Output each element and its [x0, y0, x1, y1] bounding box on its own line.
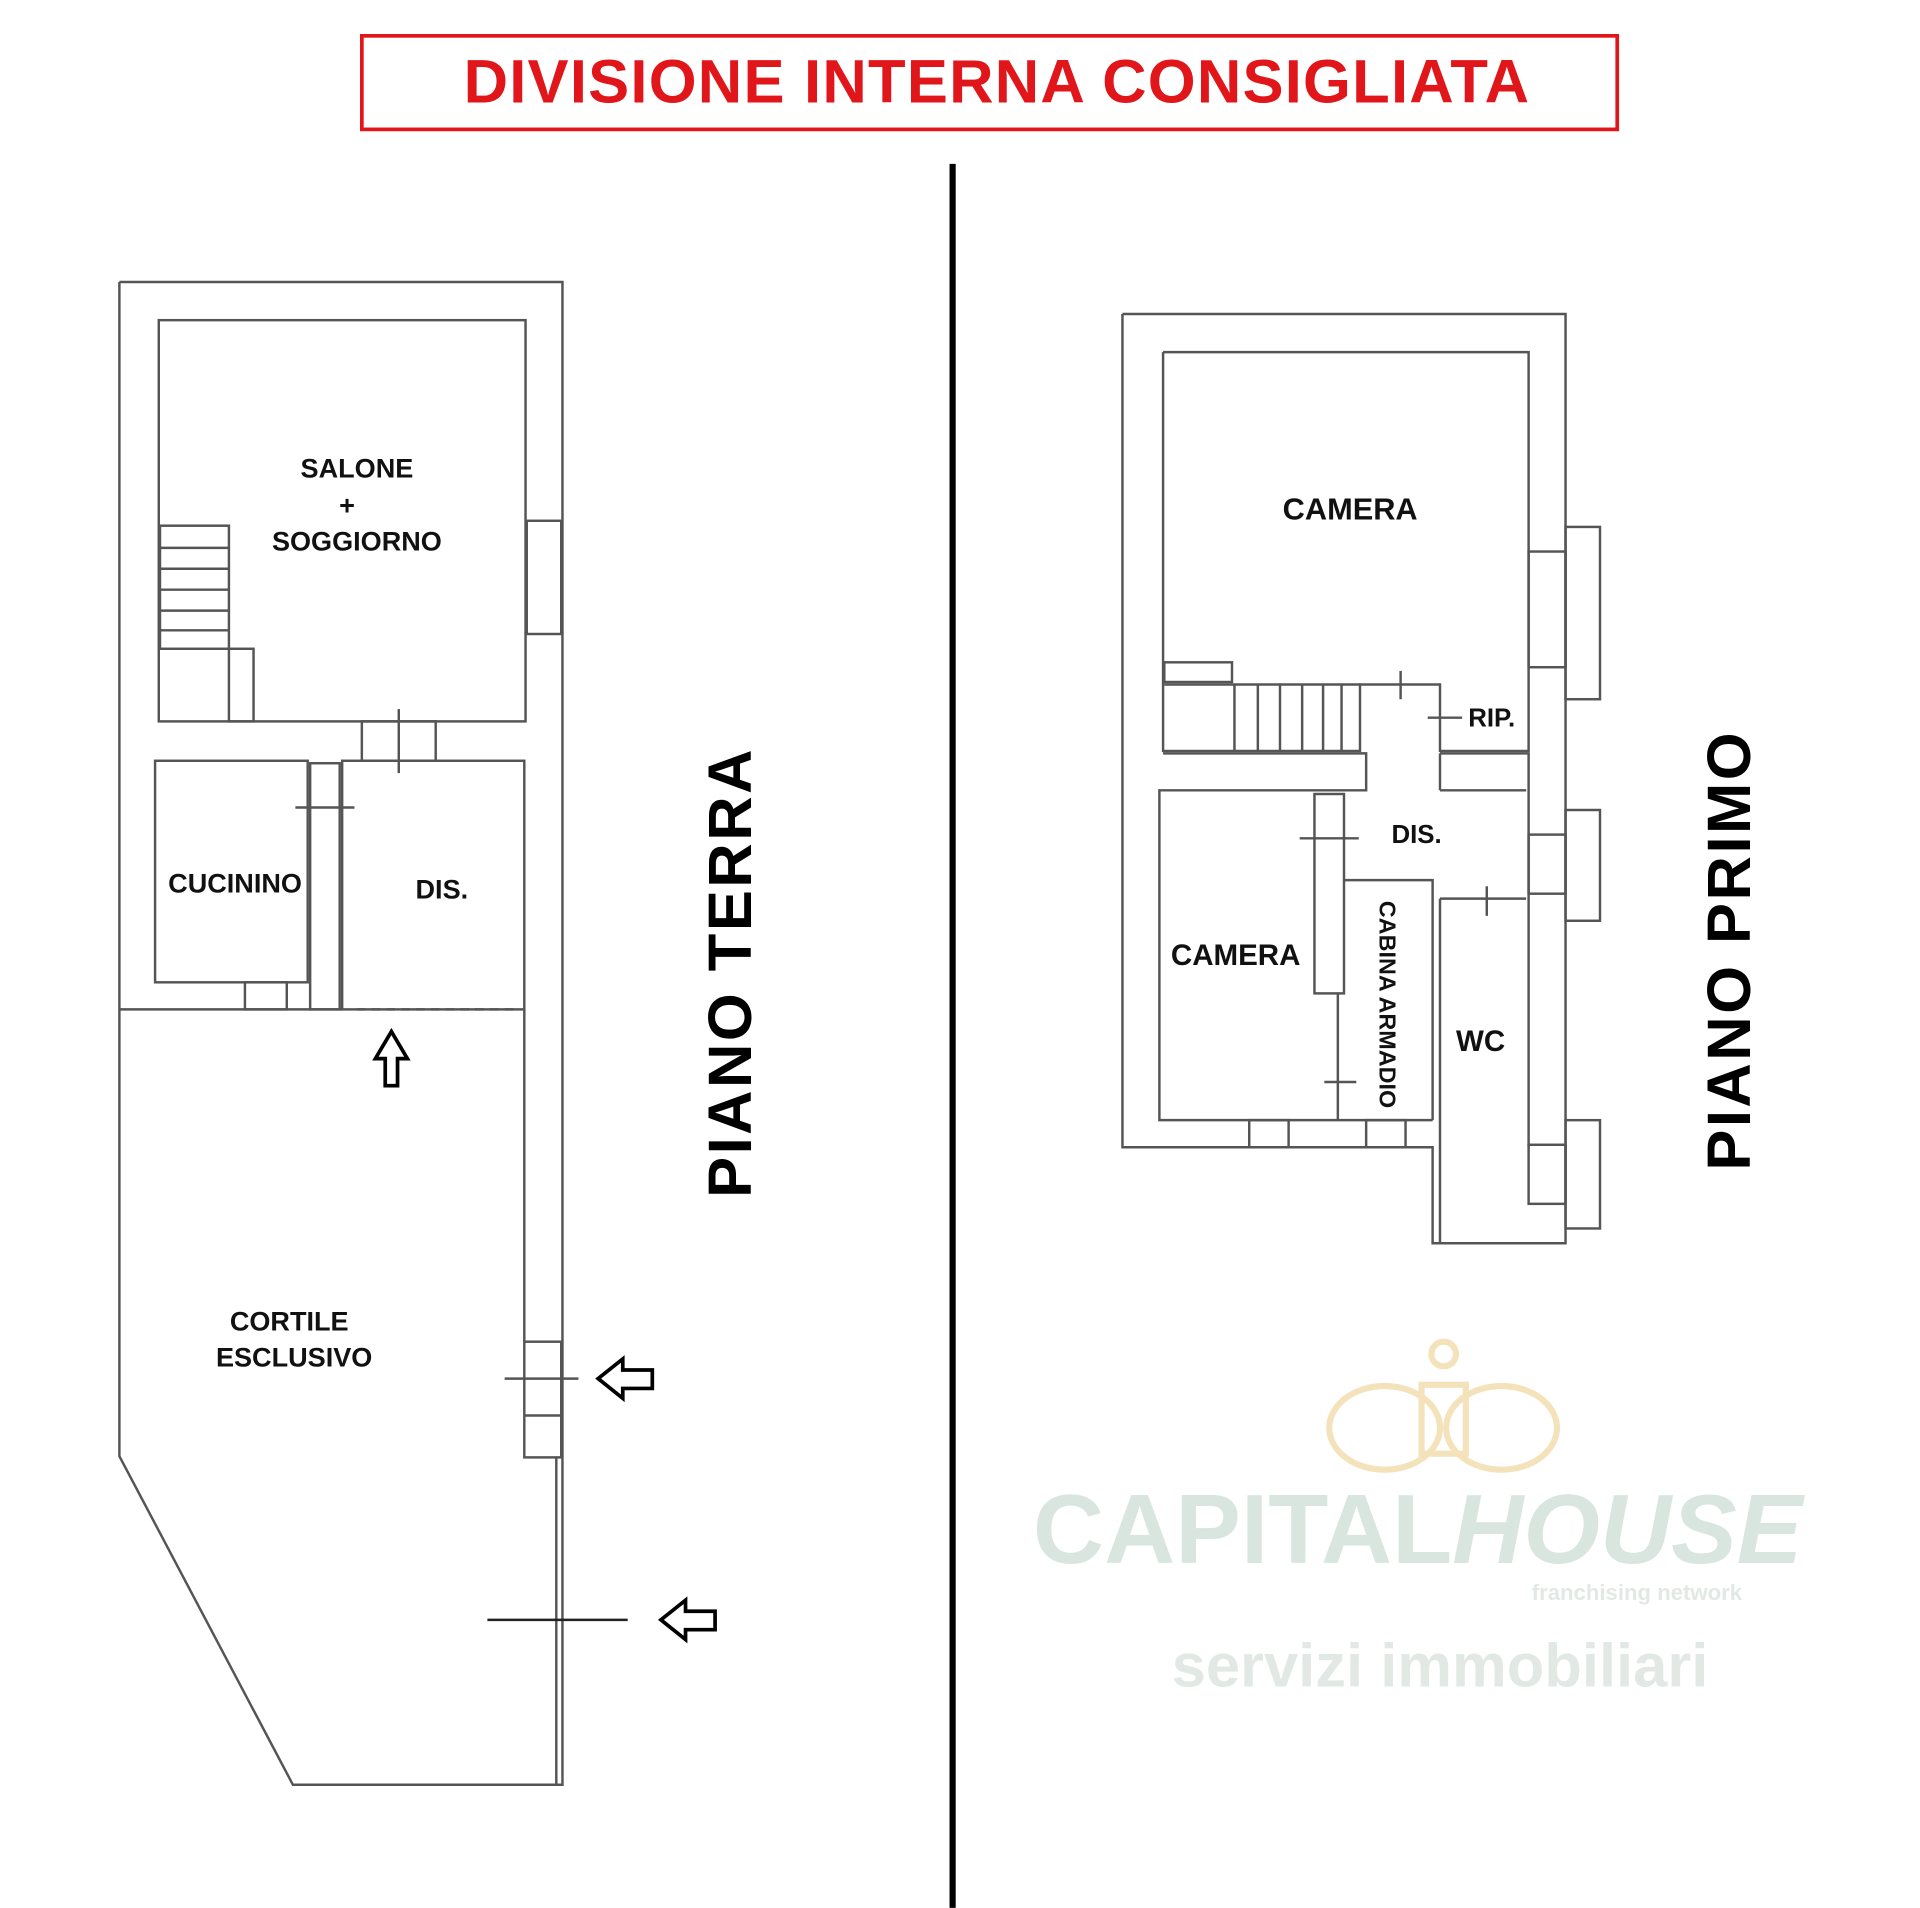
- floor-label-first: PIANO PRIMO: [1695, 730, 1764, 1171]
- watermark-logo: CAPITAL HOUSE franchising network serviz…: [1033, 1338, 1806, 1700]
- room-label: SALONE: [301, 453, 414, 484]
- room-label: DIS.: [1391, 821, 1441, 849]
- floor-label-ground: PIANO TERRA: [696, 747, 765, 1198]
- watermark-brand-b: HOUSE: [1452, 1474, 1805, 1584]
- entrance-arrow-up-icon: [372, 1027, 411, 1088]
- title-box: [360, 34, 1620, 132]
- entrance-arrow-left-icon: [657, 1596, 717, 1644]
- page-title: DIVISIONE INTERNA CONSIGLIATA: [464, 47, 1531, 116]
- room-label: CUCININO: [168, 867, 302, 898]
- watermark-sub: servizi immobiliari: [1172, 1631, 1709, 1700]
- room-label: WC: [1456, 1025, 1505, 1058]
- watermark-tagline: franchising network: [1532, 1580, 1743, 1605]
- entrance-arrow-left-icon: [595, 1355, 655, 1403]
- room-label: CAMERA: [1171, 939, 1301, 972]
- room-label: +: [339, 490, 355, 521]
- room-label: CAMERA: [1283, 492, 1418, 527]
- room-label: DIS.: [416, 874, 469, 905]
- room-label: RIP.: [1468, 704, 1515, 732]
- room-label: CABINA ARMADIO: [1375, 901, 1401, 1108]
- crown-icon: [1326, 1338, 1561, 1473]
- ground-floor-plan: SALONE + SOGGIORNO CUCININO DIS. CORTILE…: [118, 280, 717, 1787]
- first-floor-plan: CAMERA RIP. DIS. CAMERA CABINA ARMADIO W…: [1121, 312, 1602, 1245]
- room-label: CORTILE: [230, 1306, 349, 1337]
- watermark-brand-a: CAPITAL: [1033, 1474, 1452, 1584]
- room-label: SOGGIORNO: [272, 525, 442, 556]
- room-label: ESCLUSIVO: [216, 1341, 372, 1372]
